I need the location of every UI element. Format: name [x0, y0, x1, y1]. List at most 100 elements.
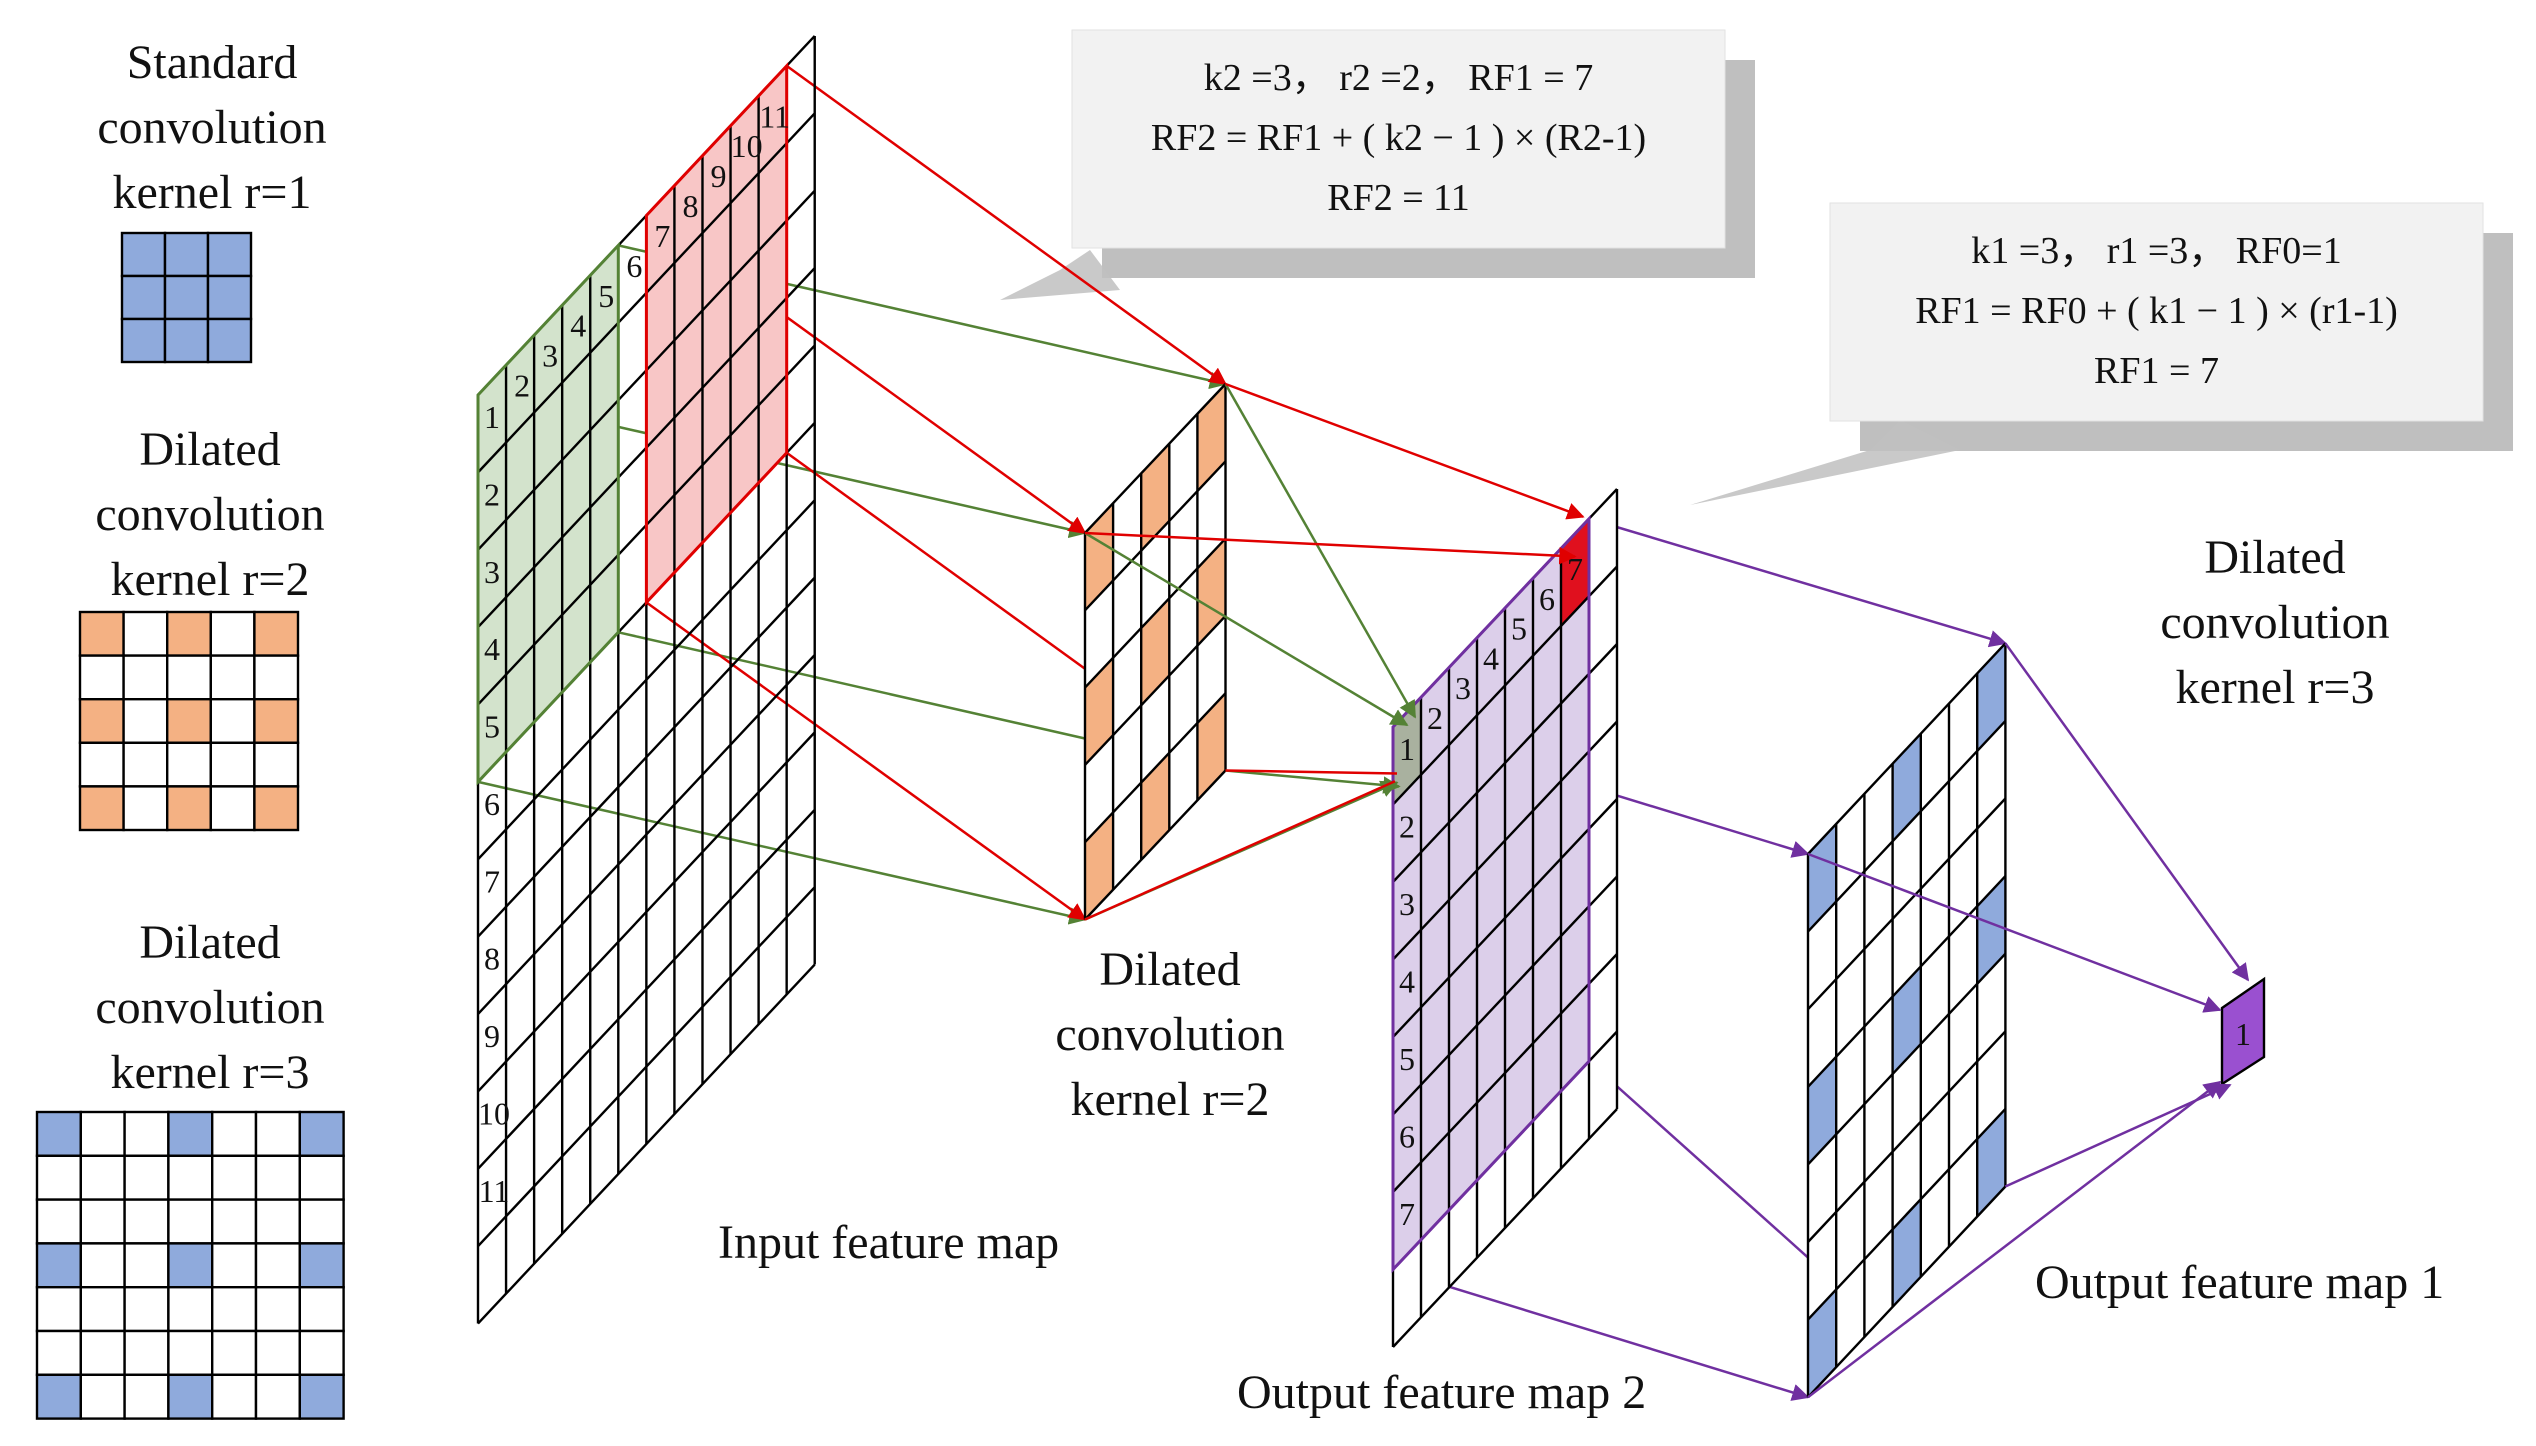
callout-top-pointer	[1000, 250, 1120, 300]
kernel-r2-weight-cell	[1141, 752, 1170, 860]
legend-r3-cell	[123, 1242, 170, 1289]
legend-r2-cell	[253, 741, 300, 788]
connector-lines-front	[1084, 382, 2250, 1399]
legend-r3-cell	[210, 1373, 258, 1420]
legend-r3-cell	[210, 1198, 258, 1245]
input-row-number-6: 6	[484, 786, 500, 822]
kernel-r3-weight-cell	[1977, 1108, 2006, 1217]
legend-standard-line2: convolution	[97, 101, 326, 154]
output2-lines-hline	[1392, 565, 1618, 806]
output2-row-number-1: 1	[1399, 731, 1415, 767]
kernel-r3-weight-cell	[1892, 733, 1921, 842]
legend-r2-cell	[209, 698, 256, 745]
legend-standard: Standard convolution kernel r=1	[97, 36, 327, 364]
legend-r3-cell	[35, 1154, 82, 1201]
input-col-number-9: 9	[711, 158, 727, 194]
kernel-r3-lines	[1806, 642, 2007, 1399]
output-cell: 1	[2220, 976, 2266, 1087]
red-connector	[785, 64, 1227, 386]
legend-r2-line2: convolution	[95, 488, 324, 541]
kernel-r2-grid	[1083, 383, 1227, 921]
legend-r1-cell	[163, 274, 210, 321]
kernel-r2-label: Dilated convolution kernel r=2	[1055, 943, 1284, 1126]
legend-r2-cell	[253, 698, 300, 745]
kernel-r3-lines-hline	[1807, 1030, 2007, 1243]
legend-r2-cell	[78, 741, 125, 788]
output-cell-shape	[2220, 976, 2266, 1087]
legend-r3-cell	[254, 1285, 301, 1333]
legend-r3-cell	[123, 1110, 170, 1157]
green-connector	[1225, 769, 1401, 794]
kernel-r2-lines-hline	[1084, 615, 1227, 766]
output2-purple-outline	[1391, 515, 1591, 1274]
legend-r3-cell	[123, 1373, 170, 1420]
legend-r2-cell	[78, 654, 125, 701]
kernel-r3-lines-hline	[1807, 797, 2007, 1011]
kernel-r2-weight-cell	[1197, 693, 1226, 801]
legend-r3-cell	[167, 1198, 214, 1245]
input-row-number-1: 1	[484, 399, 500, 435]
kernel-r3-weight-cell	[1892, 966, 1921, 1075]
legend-r3-cell	[167, 1242, 214, 1289]
legend-r1-cell	[163, 231, 210, 278]
legend-r3-cell	[79, 1198, 126, 1245]
input-row-number-3: 3	[484, 554, 500, 590]
legend-r1-cell	[120, 317, 167, 364]
kernel-r2-label-line3: kernel r=2	[1071, 1073, 1270, 1126]
legend-r3-cell	[79, 1373, 126, 1420]
input-grid-hline	[477, 886, 816, 1248]
purple-connector	[1807, 852, 2222, 1013]
input-col-number-8: 8	[682, 188, 698, 224]
callout-right-line-2: RF1 = RF0 + ( k1 − 1 ) × (r1-1)	[1915, 290, 2398, 332]
legend-r3-cell	[298, 1242, 345, 1289]
legend-r3-cell	[35, 1242, 82, 1289]
legend-r3-line3: kernel r=3	[111, 1046, 310, 1099]
kernel-r2-lines-hline	[1084, 769, 1227, 921]
legend-r3-cell	[79, 1285, 126, 1333]
legend-r3-cell	[254, 1329, 301, 1376]
input-col-number-5: 5	[598, 278, 614, 314]
red-connector	[1225, 382, 1585, 520]
input-row-number-7: 7	[484, 863, 500, 899]
input-row-number-2: 2	[484, 476, 500, 512]
legend-r2-cell	[122, 654, 169, 701]
legend-r3-cell	[254, 1242, 301, 1289]
output2-col-number-6: 6	[1539, 581, 1555, 617]
legend-r2-cell	[209, 610, 256, 657]
legend-r1-cell	[120, 231, 167, 278]
kernel-r3-label-line2: convolution	[2160, 596, 2389, 649]
legend-r3-cell	[167, 1329, 214, 1376]
output2-row-number-2: 2	[1399, 809, 1415, 845]
kernel-r2-weight-cell	[1085, 503, 1114, 611]
legend-r2-cell	[209, 741, 256, 788]
legend-kernel-r3-grid	[35, 1110, 345, 1420]
legend-r3-cell	[79, 1242, 126, 1289]
legend-r2-cell	[165, 741, 212, 788]
legend-r2-cell	[165, 654, 212, 701]
input-map-label: Input feature map	[718, 1216, 1059, 1269]
legend-r2-cell	[122, 741, 169, 788]
output2-col-number-2: 2	[1427, 700, 1443, 736]
legend-r3-cell	[123, 1329, 170, 1376]
legend-r3-cell	[210, 1285, 258, 1333]
legend-r3-cell	[167, 1285, 214, 1333]
legend-r3-cell	[35, 1329, 82, 1376]
legend-r2-cell	[253, 785, 300, 832]
kernel-r2-weight-cell	[1085, 657, 1114, 765]
output2-col-number-3: 3	[1455, 670, 1471, 706]
red-connector	[1084, 780, 1396, 921]
output2-row-number-4: 4	[1399, 964, 1415, 1000]
legend-r1-cell	[206, 274, 253, 321]
legend-r3-cell	[298, 1110, 345, 1157]
output2-row-number-3: 3	[1399, 886, 1415, 922]
legend-r2-cell	[122, 698, 169, 745]
legend-r3-cell	[123, 1198, 170, 1245]
input-row-number-9: 9	[484, 1018, 500, 1054]
kernel-r2-label-line2: convolution	[1055, 1008, 1284, 1061]
legend-standard-line3: kernel r=1	[113, 166, 312, 219]
output2-red-cell	[1561, 518, 1589, 626]
kernel-r2-weight-cell	[1141, 443, 1170, 551]
